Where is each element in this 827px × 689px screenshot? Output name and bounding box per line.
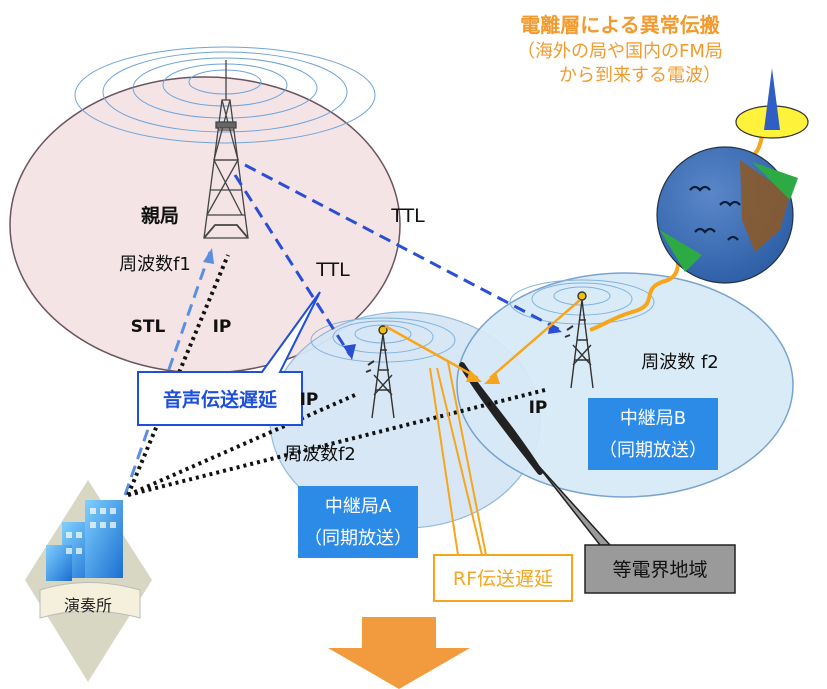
relay-a-mode: （同期放送）	[304, 528, 412, 549]
relay-b-frequency: 周波数 f2	[641, 352, 719, 373]
propagation-line-3: から到来する電波）	[559, 65, 721, 86]
ip-label-relay-a: IP	[300, 390, 319, 410]
relay-a-tower-icon	[365, 325, 395, 419]
stl-arrowhead	[203, 248, 214, 264]
audio-delay-label: 音声伝送遅延	[163, 388, 278, 411]
ip-label-relay-b: IP	[529, 398, 548, 418]
stl-label: STL	[131, 317, 166, 337]
ttl-label-lower: TTL	[315, 259, 350, 281]
equal-field-callout-box	[584, 544, 736, 594]
rf-arrowhead-left	[466, 370, 482, 382]
relay-b-label-box	[588, 398, 718, 470]
rf-rays	[384, 299, 581, 380]
relay-b-mode: （同期放送）	[599, 440, 707, 461]
audio-delay-callout	[137, 291, 321, 426]
rf-delay-callout-box	[433, 554, 573, 602]
foreign-antenna-icon	[735, 68, 809, 139]
propagation-line-2: （海外の局や国内のFM局	[517, 41, 723, 62]
relay-a-wave-rings	[310, 317, 456, 363]
globe-icon	[656, 146, 798, 284]
studio-label: 演奏所	[64, 596, 112, 615]
rf-delay-callout-pointer	[429, 361, 487, 556]
ttl-arrowhead-a	[343, 344, 356, 360]
ttl-label-upper: TTL	[390, 205, 425, 227]
relay-a-frequency: 周波数f2	[284, 444, 356, 465]
relay-a-label-box	[298, 486, 418, 558]
ip-label-parent: IP	[213, 317, 232, 337]
down-arrow-icon	[328, 617, 470, 689]
relay-b-name: 中継局B	[620, 408, 686, 429]
rf-delay-label: RF伝送遅延	[453, 568, 553, 590]
parent-station-frequency: 周波数f1	[119, 254, 191, 275]
propagation-line-1: 電離層による異常伝搬	[520, 13, 719, 37]
ip-links	[126, 254, 546, 497]
equal-field-label: 等電界地域	[612, 559, 707, 581]
ttl-links	[233, 163, 561, 356]
parent-tower-icon	[203, 60, 249, 239]
relay-a-name: 中継局A	[325, 496, 392, 517]
studio-building-icon	[25, 480, 152, 682]
rf-arrowhead-right	[484, 372, 500, 384]
relay-b-tower-icon	[564, 291, 594, 389]
stl-link	[123, 251, 212, 496]
parent-station-name: 親局	[141, 204, 179, 227]
